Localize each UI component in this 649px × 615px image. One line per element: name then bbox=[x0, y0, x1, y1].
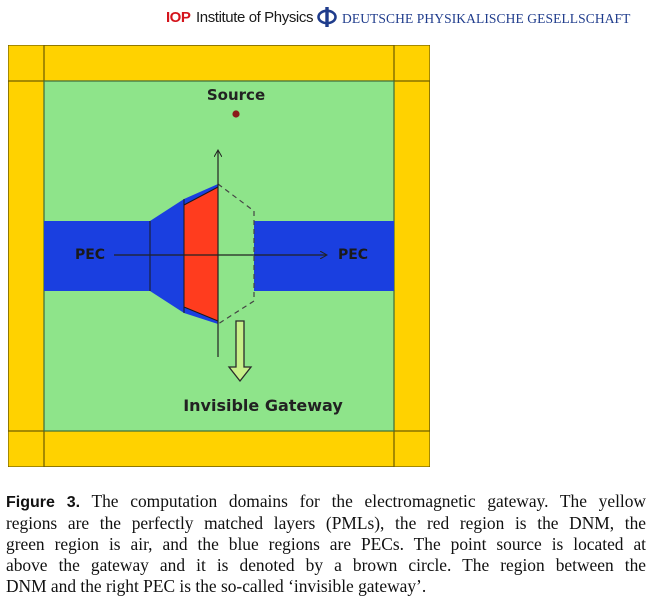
source-label: Source bbox=[207, 86, 265, 104]
pec-right-label: PEC bbox=[338, 247, 368, 263]
computation-domain-figure: Source PEC PEC Invisible Gateway bbox=[8, 45, 430, 467]
gateway-label: Invisible Gateway bbox=[183, 396, 343, 415]
source-point bbox=[232, 110, 240, 118]
caption-line: above the gateway and it is denoted by a… bbox=[6, 555, 646, 575]
pml-corner-top-left bbox=[8, 45, 45, 82]
pml-corner-top-right bbox=[393, 45, 430, 82]
pec-left-label: PEC bbox=[75, 247, 105, 263]
caption-line: DNM and the right PEC is the so-called ‘… bbox=[6, 576, 427, 596]
pec-right bbox=[254, 221, 394, 291]
pml-corner-bottom-left bbox=[8, 430, 45, 467]
caption-line: regions are the perfectly matched layers… bbox=[6, 513, 646, 533]
pec-left bbox=[44, 221, 150, 291]
phi-icon bbox=[317, 7, 337, 27]
caption-line: green region is air, and the blue region… bbox=[6, 534, 646, 554]
gateway-dashed-outline bbox=[217, 183, 255, 325]
down-arrow-icon bbox=[227, 320, 253, 383]
iop-name: Institute of Physics bbox=[196, 9, 314, 26]
journal-header: IOP Institute of Physics DEUTSCHE PHYSIK… bbox=[0, 6, 649, 32]
figure-label: Figure 3. bbox=[6, 494, 81, 511]
caption-line: Figure 3. The computation domains for th… bbox=[6, 491, 646, 511]
pml-corner-bottom-right bbox=[393, 430, 430, 467]
figure-caption: Figure 3. The computation domains for th… bbox=[6, 491, 646, 597]
dnm-region bbox=[183, 186, 219, 322]
iop-logo: IOP bbox=[166, 9, 191, 26]
dpg-name: DEUTSCHE PHYSIKALISCHE GESELLSCHAFT bbox=[342, 11, 631, 26]
pec-left-trapezoid bbox=[150, 199, 184, 313]
